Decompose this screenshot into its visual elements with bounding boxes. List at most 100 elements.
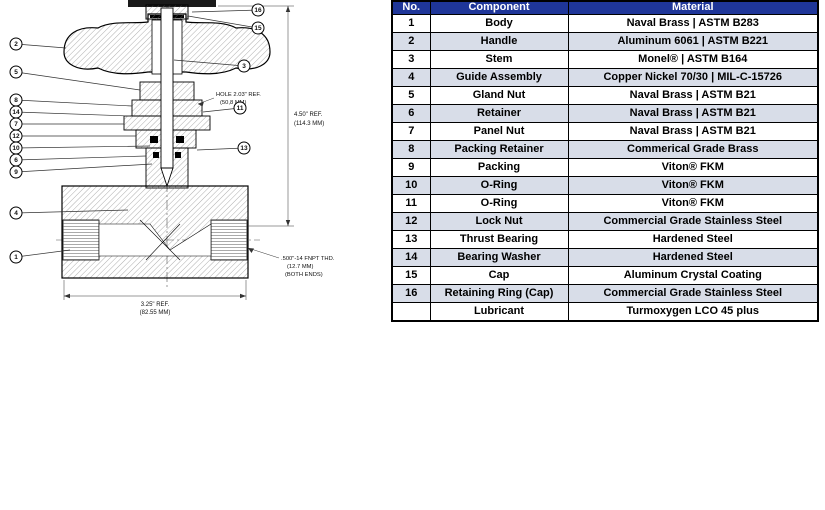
callout-number: 13 bbox=[240, 145, 248, 152]
callout-number: 6 bbox=[14, 157, 18, 164]
cell-component: O-Ring bbox=[429, 176, 569, 195]
cell-component: Packing Retainer bbox=[429, 140, 569, 159]
callout-leader bbox=[15, 249, 71, 258]
cell-material: Hardened Steel bbox=[567, 248, 819, 267]
callout-balloon bbox=[9, 250, 23, 264]
seat-line-2 bbox=[145, 223, 181, 261]
left-port-threads bbox=[63, 220, 99, 260]
header-component: Component bbox=[429, 0, 569, 15]
callout-leader bbox=[173, 59, 245, 67]
cell-material: Viton® FKM bbox=[567, 158, 819, 177]
cell-no: 14 bbox=[391, 248, 431, 267]
width-dim-label: 3.25" REF. bbox=[141, 302, 170, 308]
cell-material: Aluminum 6061 | ASTM B221 bbox=[567, 32, 819, 51]
callout-balloon bbox=[237, 59, 251, 73]
callout-number: 16 bbox=[254, 7, 262, 14]
cell-component: Packing bbox=[429, 158, 569, 177]
header-material: Material bbox=[567, 0, 819, 15]
callout-number: 11 bbox=[237, 105, 244, 112]
cell-no: 9 bbox=[391, 158, 431, 177]
stem-tip bbox=[160, 167, 174, 188]
callout-balloon bbox=[251, 21, 265, 35]
cell-material: Monel® | ASTM B164 bbox=[567, 50, 819, 69]
callout-balloon bbox=[9, 65, 23, 79]
callout-leader bbox=[15, 163, 153, 173]
callout-number: 7 bbox=[14, 121, 18, 128]
callout-number: 14 bbox=[12, 109, 20, 116]
callout-leader bbox=[187, 15, 259, 29]
callout-number: 12 bbox=[12, 133, 20, 140]
cell-material: Naval Brass | ASTM B21 bbox=[567, 122, 819, 141]
callout-leader bbox=[15, 99, 133, 107]
header-no: No. bbox=[391, 0, 431, 15]
cell-material: Commerical Grade Brass bbox=[567, 140, 819, 159]
thread-dim-label-mm: (12.7 MM) bbox=[287, 264, 313, 270]
callout-number: 10 bbox=[12, 145, 20, 152]
callout-number: 3 bbox=[242, 63, 246, 70]
cell-no: 4 bbox=[391, 68, 431, 87]
cell-material: Turmoxygen LCO 45 plus bbox=[567, 302, 819, 322]
callout-leader bbox=[15, 145, 151, 149]
cell-no: 8 bbox=[391, 140, 431, 159]
cell-component: Lubricant bbox=[429, 302, 569, 322]
top-cut-label bbox=[128, 0, 216, 7]
cell-component: Stem bbox=[429, 50, 569, 69]
height-dim-label: 4.50" REF. bbox=[294, 112, 323, 118]
thread-dim-label: .500"-14 FNPT THD. bbox=[281, 256, 335, 262]
callout-number: 5 bbox=[14, 69, 18, 76]
cell-no: 11 bbox=[391, 194, 431, 213]
o-ring-right bbox=[176, 136, 184, 143]
callout-number: 8 bbox=[14, 97, 18, 104]
hole-dim-label: HOLE 2.03" REF. bbox=[216, 92, 261, 98]
thread-arrow bbox=[248, 248, 254, 253]
cell-material: Aluminum Crystal Coating bbox=[567, 266, 819, 285]
valve-diagram: 4.50" REF. (114.3 MM) HOLE 2.03" REF. (5… bbox=[0, 0, 390, 330]
cell-material: Commercial Grade Stainless Steel bbox=[567, 212, 819, 231]
cell-material: Viton® FKM bbox=[567, 176, 819, 195]
cell-component: Body bbox=[429, 14, 569, 33]
table-header-row: No. Component Material bbox=[391, 0, 819, 15]
cell-no bbox=[391, 302, 431, 322]
cell-no: 10 bbox=[391, 176, 431, 195]
callout-balloon bbox=[233, 101, 247, 115]
cell-no: 15 bbox=[391, 266, 431, 285]
cell-no: 5 bbox=[391, 86, 431, 105]
callout-leader bbox=[15, 209, 129, 214]
cell-no: 6 bbox=[391, 104, 431, 123]
cell-component: Bearing Washer bbox=[429, 248, 569, 267]
arrow-right bbox=[240, 293, 246, 299]
cell-component: Panel Nut bbox=[429, 122, 569, 141]
packing-left bbox=[153, 152, 159, 158]
right-port-threads bbox=[211, 220, 247, 260]
valve-diagram-svg: 4.50" REF. (114.3 MM) HOLE 2.03" REF. (5… bbox=[9, 0, 335, 316]
callout-balloon bbox=[9, 206, 23, 220]
callout-leader bbox=[15, 155, 147, 161]
cell-no: 1 bbox=[391, 14, 431, 33]
packing-right bbox=[175, 152, 181, 158]
stem-section bbox=[160, 7, 174, 169]
cell-component: Guide Assembly bbox=[429, 68, 569, 87]
cell-component: Lock Nut bbox=[429, 212, 569, 231]
cell-component: Retainer bbox=[429, 104, 569, 123]
callout-leader bbox=[15, 71, 141, 91]
cell-component: O-Ring bbox=[429, 194, 569, 213]
callout-leader bbox=[15, 111, 131, 117]
arrow-left bbox=[64, 293, 70, 299]
o-ring-left bbox=[150, 136, 158, 143]
cell-component: Retaining Ring (Cap) bbox=[429, 284, 569, 303]
cell-no: 13 bbox=[391, 230, 431, 249]
cell-material: Hardened Steel bbox=[567, 230, 819, 249]
